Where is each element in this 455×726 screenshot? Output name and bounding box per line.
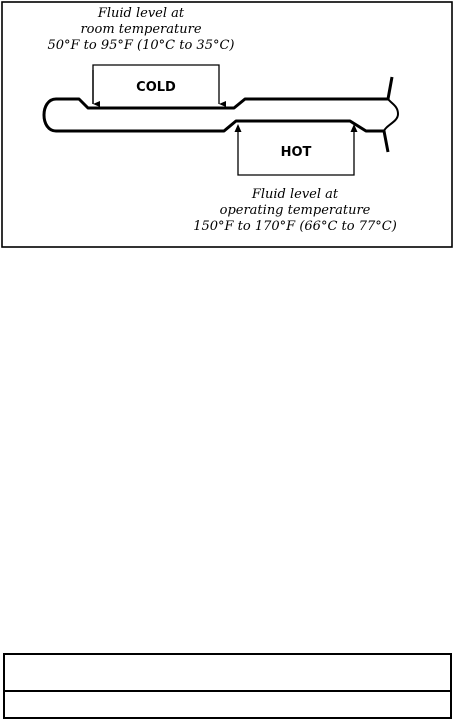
footer-table [3, 653, 452, 719]
hot-bracket [237, 126, 355, 176]
operating-caption-line3: 150°F to 170°F (66°C to 77°C) [193, 219, 397, 234]
operating-caption-line2: operating temperature [220, 203, 371, 218]
operating-caption-line1: Fluid level at [251, 187, 339, 202]
hot-label: HOT [281, 145, 312, 160]
room-caption-line2: room temperature [80, 22, 201, 37]
dipstick-bottom-edge [56, 119, 390, 153]
footer-divider [5, 690, 450, 692]
room-caption-line1: Fluid level at [97, 6, 185, 21]
hot-arrow-left [234, 124, 242, 132]
dipstick-handle [383, 98, 400, 132]
dipstick-diagram: COLD HOT Fluid level at room temperature… [1, 1, 453, 248]
hot-arrow-right [350, 124, 358, 132]
room-caption-line3: 50°F to 95°F (10°C to 35°C) [47, 38, 234, 53]
dipstick-end [42, 97, 57, 133]
dipstick-top-edge [56, 76, 394, 110]
diagram-frame [1, 1, 453, 248]
cold-label: COLD [136, 80, 176, 95]
